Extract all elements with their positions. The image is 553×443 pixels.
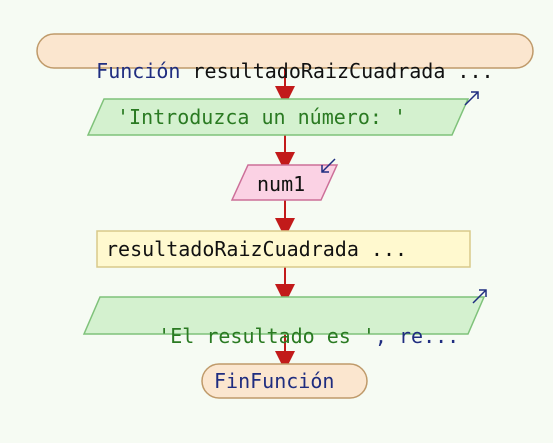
result-output-shape[interactable] [82, 296, 486, 335]
assign-process-shape[interactable] [96, 230, 471, 268]
start-label: Función resultadoRaizCuadrada ... [48, 41, 494, 101]
result-label: 'El resultado es ', re... [110, 306, 459, 366]
output-arrow-icon [472, 289, 487, 304]
read-num-label: num1 [257, 172, 306, 196]
start-terminal-shape[interactable] [36, 33, 534, 69]
read-input-shape[interactable] [230, 164, 339, 201]
function-keyword: Función [96, 59, 181, 83]
function-name: resultadoRaizCuadrada ... [192, 59, 494, 83]
end-label: FinFunción [214, 369, 335, 393]
result-rest: , re... [374, 324, 460, 348]
end-terminal-shape[interactable] [201, 363, 368, 399]
prompt-output-shape[interactable] [86, 98, 470, 136]
assign-label: resultadoRaizCuadrada ... [106, 237, 408, 261]
prompt-label: 'Introduzca un número: ' [117, 105, 406, 129]
output-arrow-icon [464, 91, 479, 106]
input-arrow-icon [321, 158, 336, 173]
result-string: 'El resultado es ' [158, 324, 375, 348]
